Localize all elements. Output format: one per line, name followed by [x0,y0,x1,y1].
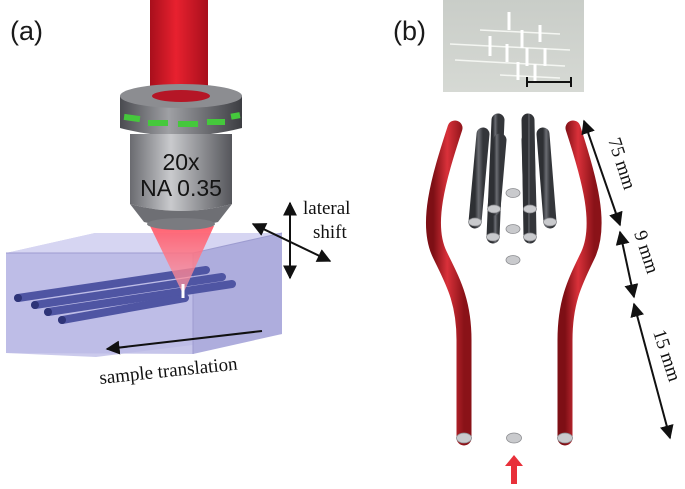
lateral-shift-label-line1: lateral [303,198,350,219]
lateral-shift-arrows [251,201,332,280]
panel-a: (a) [6,0,350,389]
objective-aperture: NA 0.35 [140,175,222,201]
dimension-arrows [581,119,674,440]
focused-beam-cone [150,226,214,294]
written-waveguides [14,266,236,324]
green-ring [123,112,241,127]
input-waveguide [506,320,522,446]
left-fan-waveguide [425,120,472,446]
input-light-arrow [505,455,523,484]
dimension-middle-label: 9 mm [629,228,663,276]
panel-b-label: (b) [393,16,426,46]
laser-beam [150,0,208,88]
scale-bar [526,77,572,87]
sample-translation-arrow [105,330,263,355]
waveguide-array [468,97,557,267]
objective-magnification: 20x [162,149,200,175]
panel-a-label: (a) [10,16,43,46]
microscope-image [443,0,584,92]
right-fan-waveguide [557,120,602,446]
lateral-shift-label-line2: shift [313,222,348,243]
microscope-objective: 20x NA 0.35 [120,84,242,230]
panel-b: (b) [393,0,685,484]
sample-translation-label: sample translation [98,354,239,389]
dimension-top-label: 75 mm [603,135,640,192]
